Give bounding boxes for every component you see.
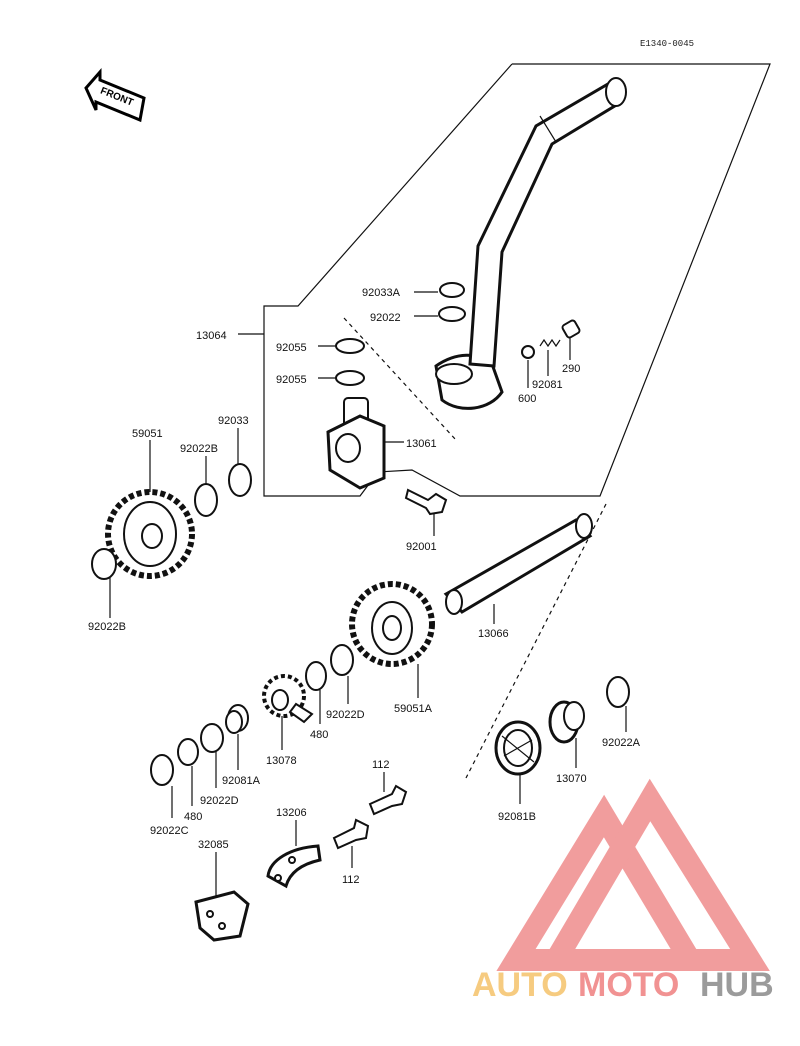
part-92055-b: 92055 — [276, 370, 365, 386]
label-480-low: 480 — [184, 811, 202, 823]
guide-line-top — [343, 317, 457, 441]
part-59051A: 59051A — [349, 581, 435, 715]
kick-pedal-lever — [434, 77, 627, 410]
part-92022A: 92022A — [602, 676, 641, 749]
label-92033: 92033 — [218, 415, 249, 427]
part-92033A: 92033A — [362, 282, 465, 299]
front-arrow-icon: FRONT — [84, 68, 146, 123]
label-13070: 13070 — [556, 773, 587, 785]
label-13078: 13078 — [266, 755, 297, 767]
label-92022B-top: 92022B — [180, 443, 218, 455]
watermark-word-b: MOTO — [578, 966, 679, 1004]
part-13078: 13078 — [262, 674, 314, 767]
part-92033: 92033 — [218, 415, 252, 497]
part-92022D-low: 92022D — [200, 723, 239, 807]
label-600: 600 — [518, 393, 536, 405]
part-92022D-mid: 92022D — [326, 644, 365, 721]
label-59051: 59051 — [132, 428, 163, 440]
part-480-low: 480 — [177, 738, 202, 823]
label-112-low: 112 — [342, 874, 360, 886]
part-13070: 13070 — [548, 700, 587, 785]
label-112-top: 112 — [372, 759, 390, 771]
part-59051: 59051 — [105, 428, 195, 579]
part-112-low: 112 — [332, 818, 370, 886]
part-13066: 13066 — [443, 513, 593, 640]
part-92055-a: 92055 — [276, 338, 365, 354]
watermark-word-a: AUTO — [472, 966, 568, 1004]
part-92081: 92081 — [532, 338, 563, 391]
part-480-mid: 480 — [305, 661, 328, 741]
part-32085: 32085 — [194, 839, 250, 942]
label-59051A: 59051A — [394, 703, 433, 715]
label-92055-b: 92055 — [276, 374, 307, 386]
watermark-logo: AUTO MOTO HUB — [472, 778, 774, 1004]
part-92081A: 92081A — [222, 704, 261, 787]
label-92055-a: 92055 — [276, 342, 307, 354]
part-92022C: 92022C — [150, 754, 189, 837]
part-13061: 13061 — [326, 397, 437, 490]
part-92001: 92001 — [404, 488, 448, 553]
label-480-mid: 480 — [310, 729, 328, 741]
part-92022B-left: 92022B — [88, 548, 126, 633]
part-92022-top: 92022 — [370, 306, 466, 324]
label-92001: 92001 — [406, 541, 437, 553]
label-13061: 13061 — [406, 438, 437, 450]
guide-line-bottom — [465, 503, 607, 779]
label-92022D-mid: 92022D — [326, 709, 365, 721]
label-92022A: 92022A — [602, 737, 641, 749]
label-290: 290 — [562, 363, 580, 375]
part-92022B-top: 92022B — [180, 443, 218, 517]
part-600: 600 — [518, 345, 536, 405]
diagram-code: E1340-0045 — [640, 39, 694, 49]
label-13206: 13206 — [276, 807, 307, 819]
part-92081B: 92081B — [494, 720, 542, 823]
part-13206: 13206 — [266, 807, 322, 889]
label-92022-top: 92022 — [370, 312, 401, 324]
label-92081B: 92081B — [498, 811, 536, 823]
label-92022D-low: 92022D — [200, 795, 239, 807]
label-92081A: 92081A — [222, 775, 261, 787]
label-32085: 32085 — [198, 839, 229, 851]
part-112-top: 112 — [368, 759, 408, 816]
label-13064: 13064 — [196, 330, 227, 342]
label-92081: 92081 — [532, 379, 563, 391]
label-92022B-left: 92022B — [88, 621, 126, 633]
part-290: 290 — [561, 319, 581, 375]
label-92033A: 92033A — [362, 287, 401, 299]
watermark-word-c: HUB — [700, 966, 774, 1004]
label-13066: 13066 — [478, 628, 509, 640]
label-92022C: 92022C — [150, 825, 189, 837]
